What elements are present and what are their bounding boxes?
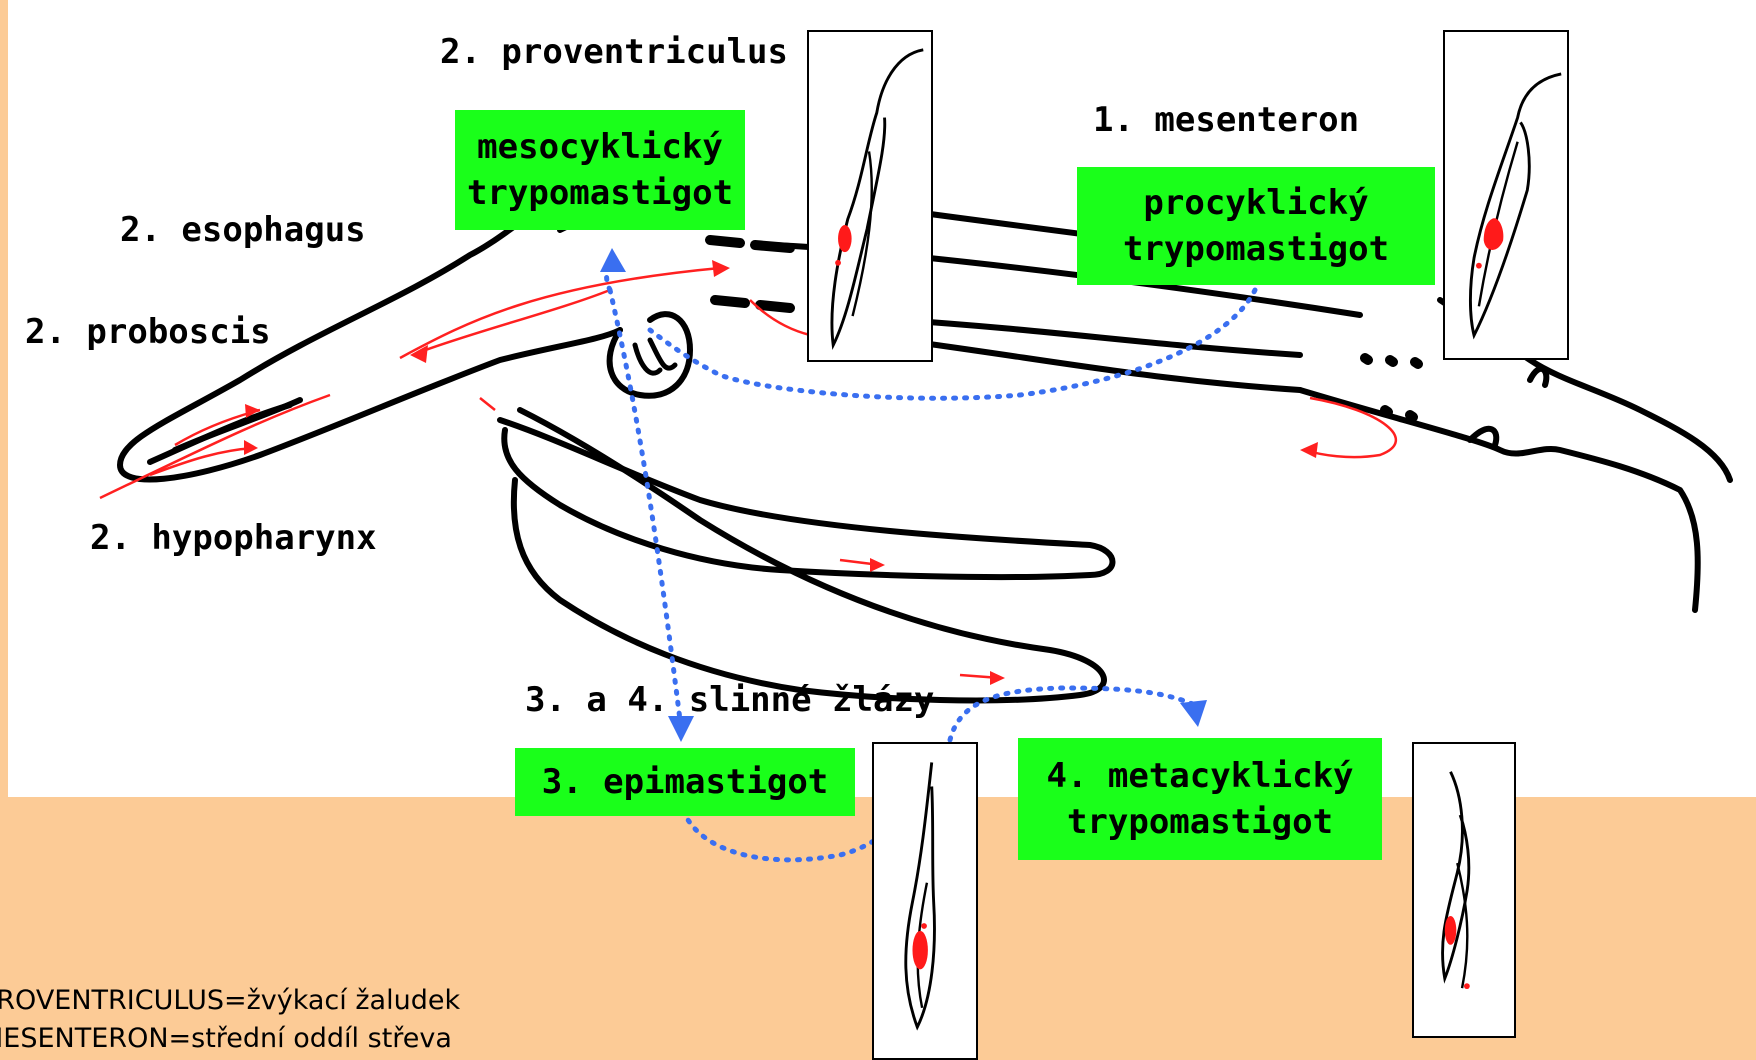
stage-mesocyclic-line1: mesocyklický (455, 124, 745, 170)
label-hypopharynx: 2. hypopharynx (90, 518, 377, 558)
flow-arrows (100, 268, 1396, 678)
label-proventriculus: 2. proventriculus (440, 32, 788, 72)
stage-mesocyclic: mesocyklický trypomastigot (455, 110, 745, 230)
parasite-icon (1445, 32, 1567, 358)
parasite-icon (874, 744, 976, 1058)
label-mesenteron: 1. mesenteron (1093, 100, 1359, 140)
legend: PROVENTRICULUS=žvýkací žaludek MESENTERO… (0, 982, 460, 1058)
parasite-icon (1414, 744, 1514, 1036)
label-esophagus: 2. esophagus (120, 210, 366, 250)
thumb-metacyclic-trypomastigote (1412, 742, 1516, 1038)
label-proboscis: 2. proboscis (25, 312, 271, 352)
stage-metacyclic: 4. metacyklický trypomastigot (1018, 738, 1382, 860)
thumb-mesocyclic-trypomastigote (807, 30, 933, 362)
parasite-icon (809, 32, 931, 360)
stage-epimastigote: 3. epimastigot (515, 748, 855, 816)
stage-epimastigote-line1: 3. epimastigot (515, 759, 855, 805)
stage-mesocyclic-line2: trypomastigot (455, 170, 745, 216)
legend-line: MESENTERON=střední oddíl střeva (0, 1020, 460, 1058)
thumb-epimastigote (872, 742, 978, 1060)
thumb-procyclic-trypomastigote (1443, 30, 1569, 360)
label-salivary-glands: 3. a 4. slinné žlázy (525, 680, 934, 720)
stage-procyclic-line1: procyklický (1077, 180, 1435, 226)
stage-metacyclic-line2: trypomastigot (1018, 799, 1382, 845)
stage-procyclic: procyklický trypomastigot (1077, 167, 1435, 285)
legend-line: PROVENTRICULUS=žvýkací žaludek (0, 982, 460, 1020)
stage-metacyclic-line1: 4. metacyklický (1018, 753, 1382, 799)
stage-procyclic-line2: trypomastigot (1077, 226, 1435, 272)
